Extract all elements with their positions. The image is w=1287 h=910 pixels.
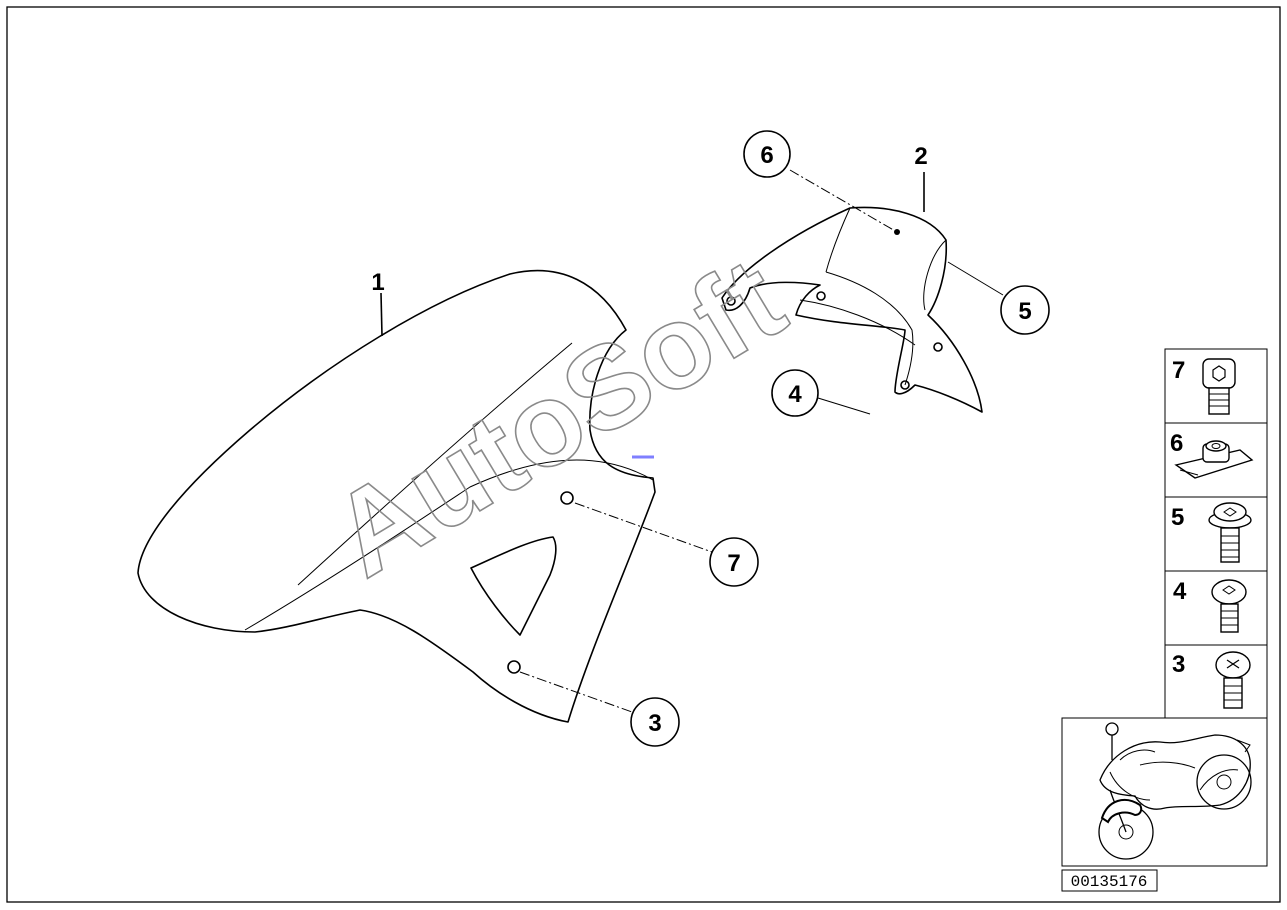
legend-number-7: 7 bbox=[1172, 357, 1185, 384]
legend-row-6: 6 bbox=[1164, 422, 1268, 498]
collar-screw-icon bbox=[1208, 502, 1252, 563]
callout-5-label: 5 bbox=[1018, 298, 1031, 325]
leader-lines bbox=[380, 169, 1004, 713]
front-mudguard-part bbox=[137, 269, 656, 723]
diagram-frame bbox=[6, 6, 1281, 903]
motorcycle-thumbnail bbox=[1061, 717, 1268, 867]
callout-4-label: 4 bbox=[788, 381, 802, 408]
callout-1-label: 1 bbox=[371, 269, 384, 296]
legend-number-4: 4 bbox=[1173, 578, 1187, 605]
torx-screw-icon bbox=[1211, 579, 1247, 633]
clip-nut-icon bbox=[1174, 440, 1254, 479]
callout-5: 5 bbox=[1000, 285, 1050, 335]
reference-number-box: 00135176 bbox=[1061, 869, 1158, 892]
callout-4: 4 bbox=[771, 369, 819, 417]
callout-6-label: 6 bbox=[760, 142, 773, 169]
phillips-screw-icon bbox=[1215, 651, 1251, 709]
callout-7: 7 bbox=[709, 537, 759, 587]
legend-row-4: 4 bbox=[1164, 570, 1268, 646]
callout-2: 2 bbox=[914, 143, 927, 170]
callout-3: 3 bbox=[630, 697, 680, 747]
hex-socket-bolt-icon bbox=[1202, 358, 1236, 415]
callout-7-label: 7 bbox=[727, 550, 740, 577]
legend-row-5: 5 bbox=[1164, 496, 1268, 572]
motorcycle-icon bbox=[1098, 722, 1252, 860]
callout-1: 1 bbox=[371, 269, 384, 296]
legend-number-5: 5 bbox=[1171, 504, 1184, 531]
legend-row-3: 3 bbox=[1164, 644, 1268, 720]
callout-6: 6 bbox=[743, 130, 791, 178]
callout-3-label: 3 bbox=[648, 710, 661, 737]
callout-2-label: 2 bbox=[914, 143, 927, 170]
legend-row-7: 7 bbox=[1164, 348, 1268, 424]
splash-guard-part bbox=[721, 206, 983, 413]
legend-number-3: 3 bbox=[1172, 651, 1185, 678]
legend-number-6: 6 bbox=[1170, 430, 1183, 457]
parts-legend: 7 6 5 bbox=[1164, 348, 1268, 720]
reference-number: 00135176 bbox=[1071, 873, 1148, 891]
